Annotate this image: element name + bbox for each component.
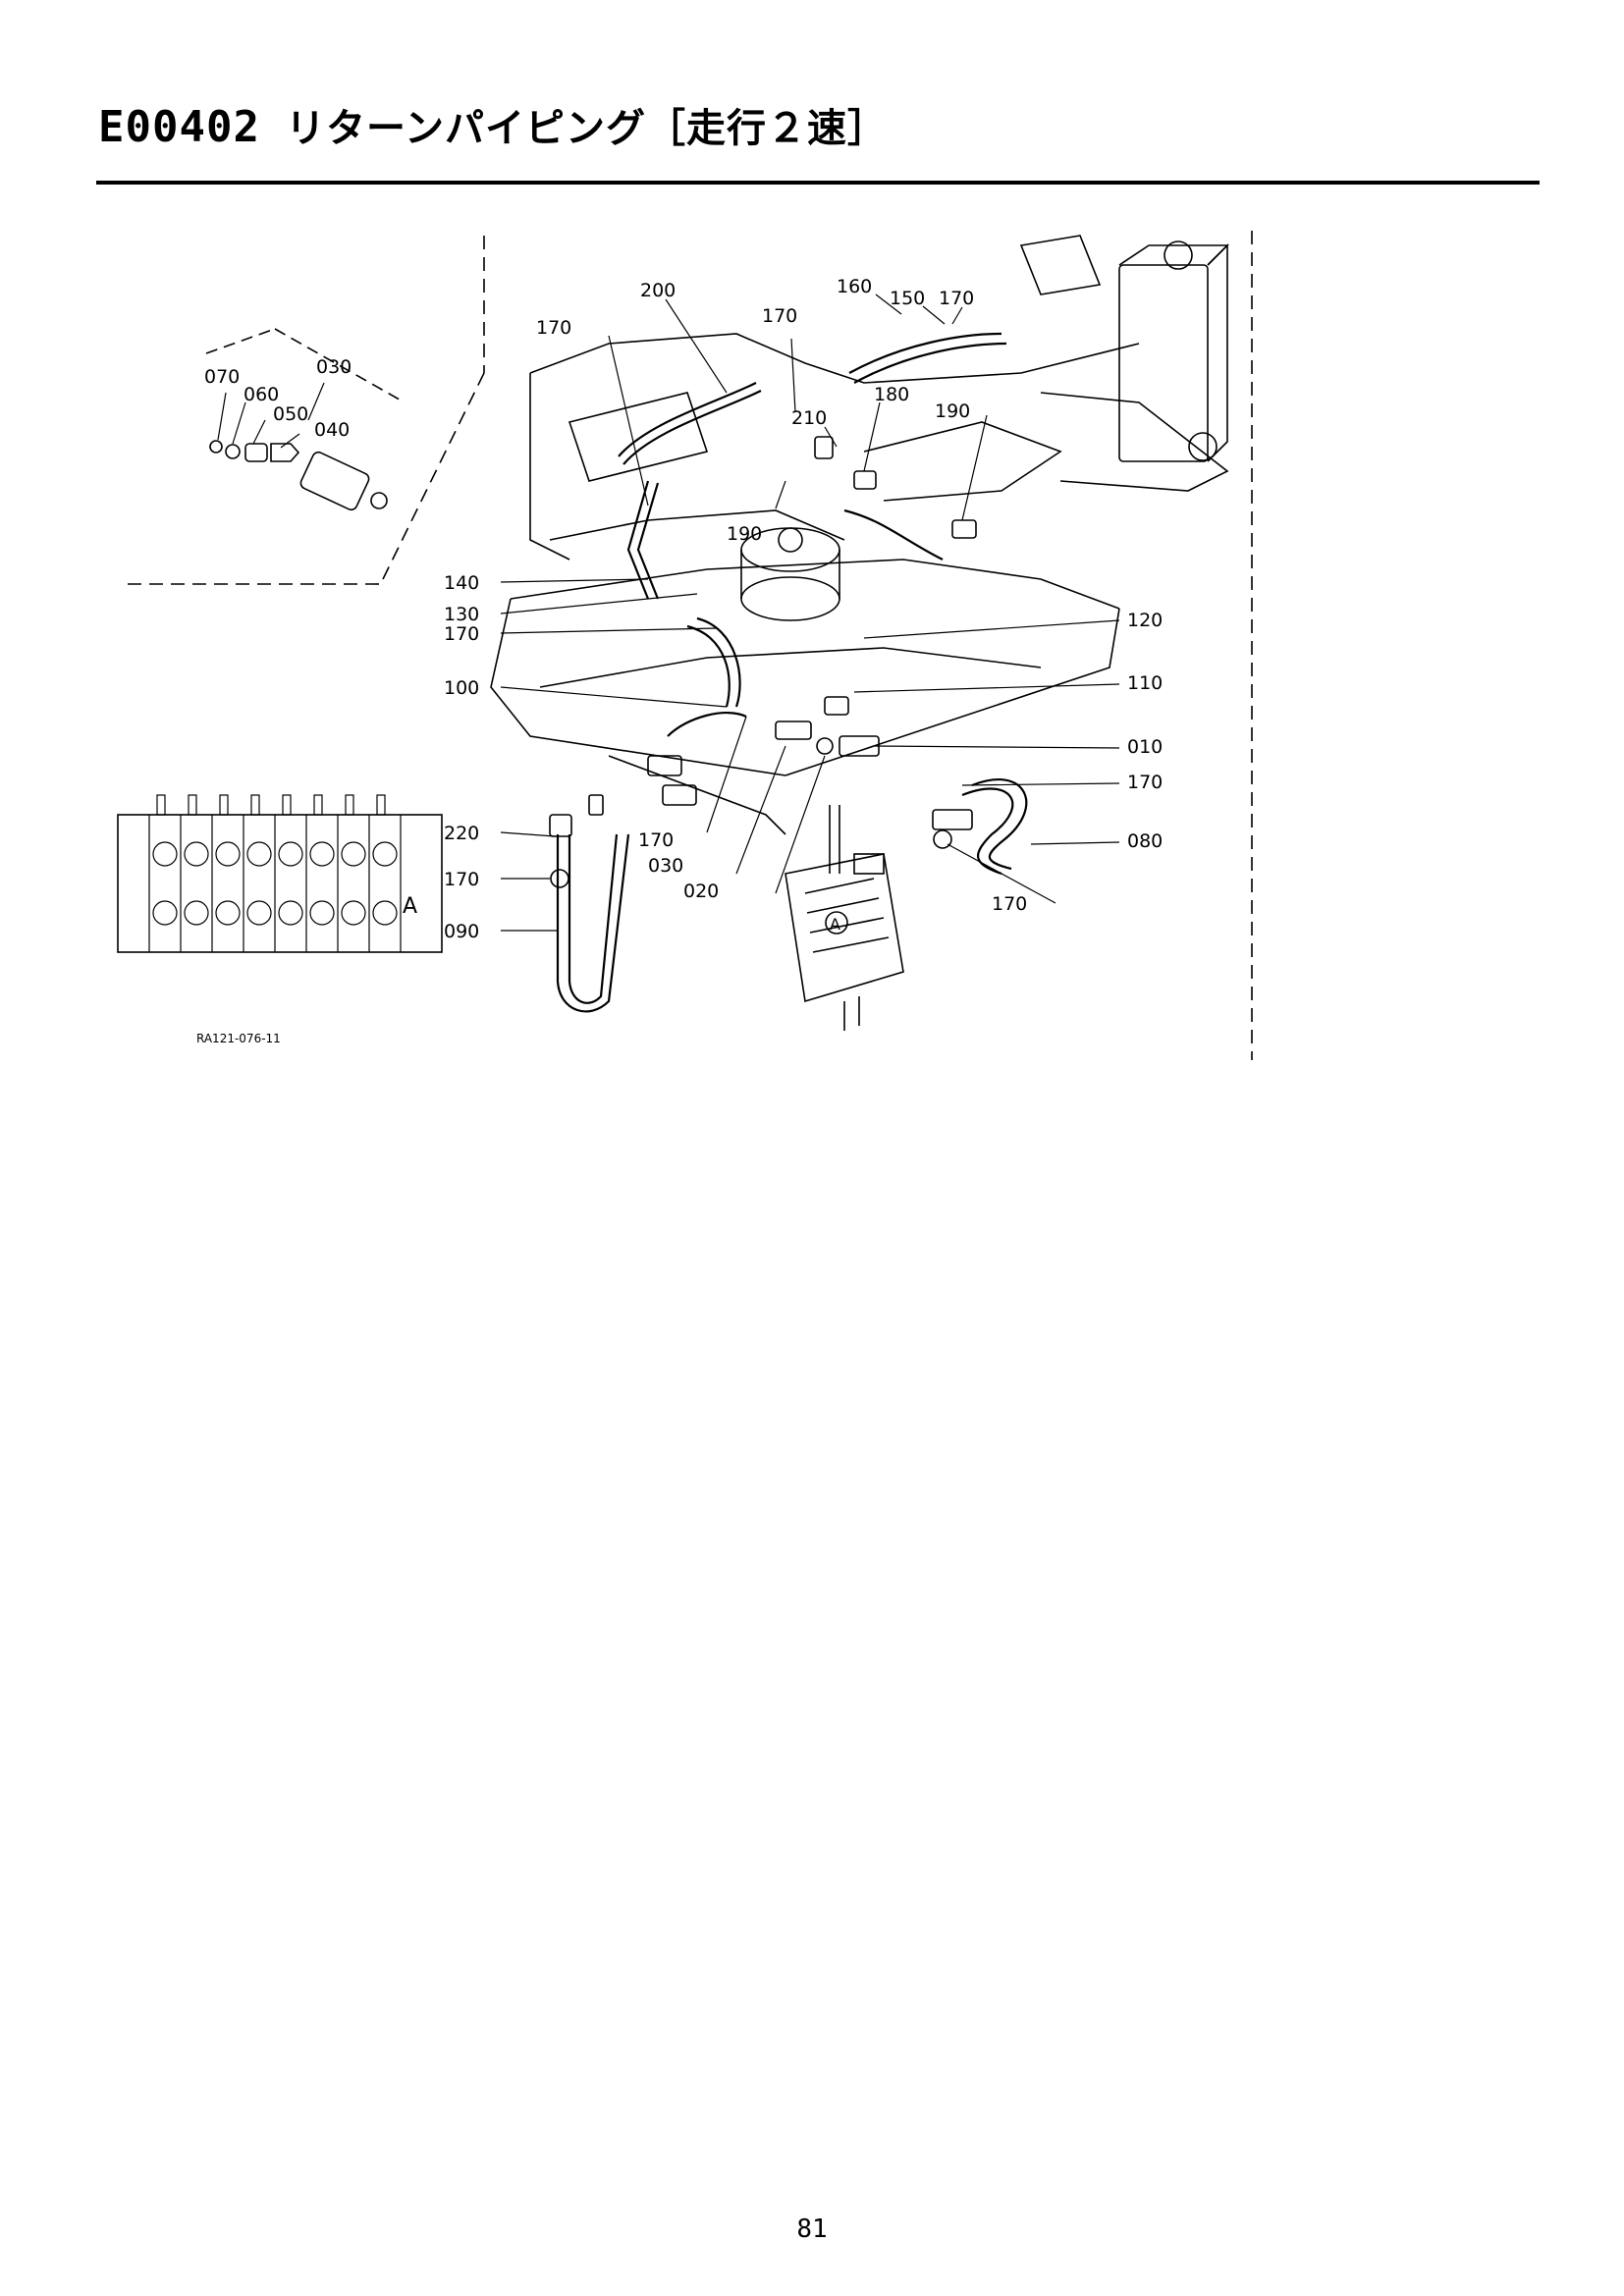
callout-060: 060 (244, 384, 279, 405)
callout-030: 030 (316, 356, 352, 378)
callout-070: 070 (204, 366, 240, 388)
callout-170: 170 (444, 623, 479, 645)
callout-110: 110 (1127, 672, 1163, 694)
callout-130: 130 (444, 604, 479, 625)
callout-170: 170 (1127, 772, 1163, 793)
callout-190: 190 (935, 400, 970, 422)
callout-220: 220 (444, 823, 479, 844)
page-title: E00402 リターンパイピング［走行２速］ (98, 96, 888, 153)
fittings (549, 436, 977, 888)
callout-010: 010 (1127, 736, 1163, 758)
callout-190: 190 (727, 523, 762, 545)
callout-150: 150 (890, 288, 925, 309)
callout-040: 040 (314, 419, 350, 441)
dashed-guide (382, 372, 485, 580)
parts-diagram: 070 030 060 050 040 200 170 170 160 150 … (117, 231, 1253, 1060)
callout-120: 120 (1127, 610, 1163, 631)
dashed-guide (274, 328, 406, 403)
inset-marker-label: A (403, 894, 417, 919)
callout-170: 170 (444, 869, 479, 890)
machine-frame (490, 235, 1229, 835)
callout-020: 020 (683, 881, 719, 902)
callout-100: 100 (444, 677, 479, 699)
port-marker-label: A (830, 915, 840, 934)
callout-080: 080 (1127, 830, 1163, 852)
title-divider (96, 181, 1540, 185)
callout-180: 180 (874, 384, 909, 405)
callout-140: 140 (444, 572, 479, 594)
port-marker-circle (825, 911, 848, 934)
callout-170: 170 (762, 305, 797, 327)
callout-200: 200 (640, 280, 676, 301)
callout-170: 170 (939, 288, 974, 309)
callout-170: 170 (536, 317, 571, 339)
callout-210: 210 (791, 407, 827, 429)
callout-050: 050 (273, 403, 308, 425)
page-title-text: リターンパイピング［走行２速］ (285, 106, 888, 151)
inset-valve-bank (117, 794, 443, 953)
callout-170: 170 (992, 893, 1027, 915)
callout-170: 170 (638, 829, 674, 851)
page-number: 81 (796, 2215, 828, 2244)
leader-lines (217, 294, 1120, 932)
callout-090: 090 (444, 921, 479, 942)
control-valve-bank (785, 805, 904, 1031)
relief-valve-group (209, 440, 388, 511)
callout-030: 030 (648, 855, 683, 877)
page-code: E00402 (98, 102, 260, 152)
dashed-guide (205, 328, 276, 354)
figure-id: RA121-076-11 (196, 1032, 281, 1045)
callout-160: 160 (837, 276, 872, 297)
swivel-joint (740, 527, 840, 621)
hoses (556, 332, 1028, 1013)
